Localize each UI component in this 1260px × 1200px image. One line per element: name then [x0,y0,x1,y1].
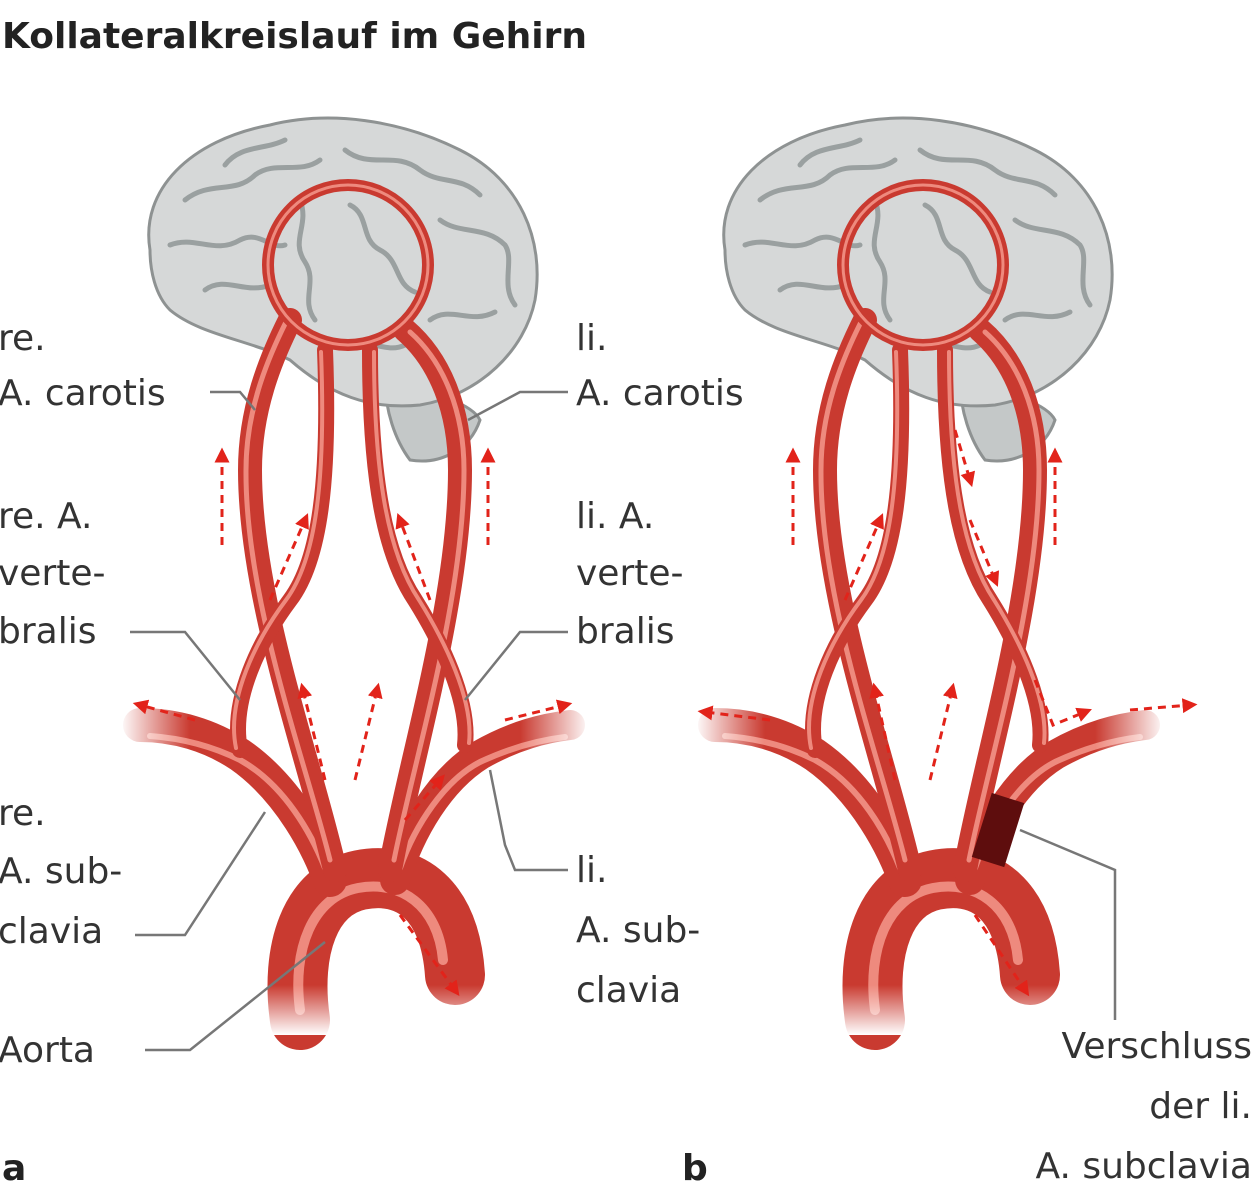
panel-label-b: b [682,1148,708,1189]
label-li-carotis: li. A. carotis [576,318,744,414]
label-line: re. [0,793,46,834]
label-line: A. sub- [0,851,122,892]
label-line: A. sub- [576,910,700,951]
label-line: A. carotis [0,373,166,414]
label-line: re. A. [0,496,92,537]
subclavian-occlusion [971,792,1025,868]
brain-illustration-a [149,118,537,461]
label-li-subclavia: li. A. sub- clavia [576,850,700,1011]
label-re-vertebralis: re. A. verte- bralis [0,496,106,652]
label-line: bralis [0,611,96,652]
label-li-vertebralis: li. A. verte- bralis [576,496,684,652]
label-line: re. [0,318,46,359]
flow-arrows-b [697,429,1198,997]
label-re-subclavia: re. A. sub- clavia [0,793,122,952]
label-line: der li. [1149,1086,1252,1127]
label-line: Aorta [0,1030,95,1071]
diagram-title: Kollateralkreislauf im Gehirn [2,16,587,57]
label-verschluss: Verschluss der li. A. subclavia [1035,1026,1252,1187]
label-line: verte- [0,553,106,594]
label-line: bralis [576,611,674,652]
label-line: clavia [576,970,681,1011]
label-line: A. carotis [576,373,744,414]
leader-lines [130,390,1117,1052]
panel-b-illustration [695,118,1198,1035]
brain-illustration-b [724,118,1112,461]
label-line: clavia [0,911,103,952]
label-line: li. [576,850,607,891]
label-line: li. [576,318,607,359]
label-re-carotis: re. A. carotis [0,318,166,414]
label-line: A. subclavia [1035,1146,1252,1187]
flow-arrows-a [132,447,573,997]
label-line: li. A. [576,496,654,537]
panel-a-illustration [120,118,590,1035]
label-line: Verschluss [1062,1026,1252,1067]
label-aorta: Aorta [0,1030,95,1071]
label-line: verte- [576,553,684,594]
panel-label-a: a [2,1148,26,1189]
